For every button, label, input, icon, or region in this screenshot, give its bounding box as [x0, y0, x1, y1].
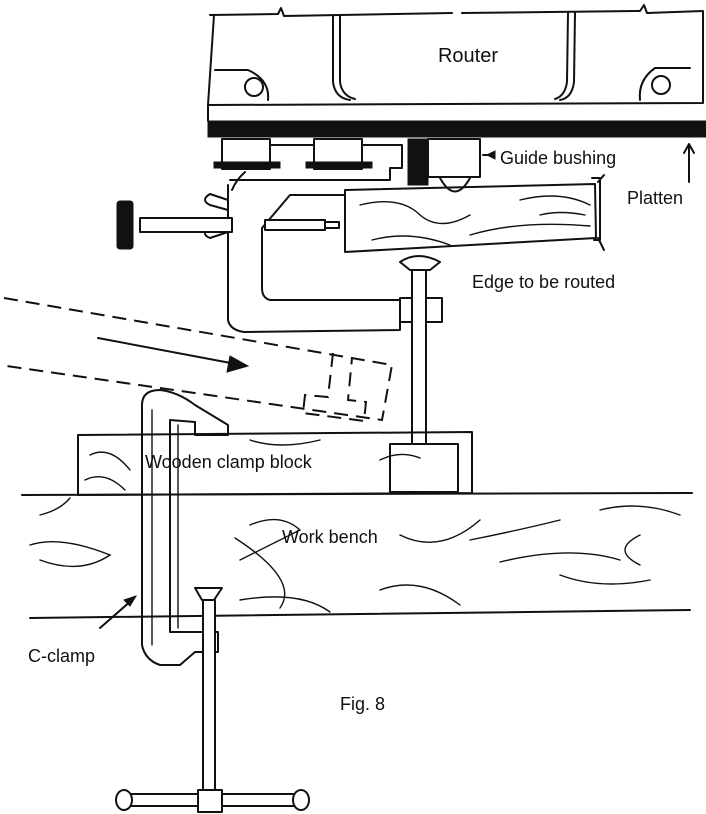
workpiece: Edge to be routed: [344, 174, 615, 292]
router-body: Router: [207, 4, 704, 106]
guide-bushing-arrow-icon: [485, 150, 496, 160]
platten-label: Platten: [627, 188, 683, 208]
work-bench-label: Work bench: [282, 527, 378, 547]
wooden-clamp-block-label: Wooden clamp block: [145, 452, 313, 472]
platten-arrow-icon: [683, 143, 695, 183]
edge-to-be-routed-label: Edge to be routed: [472, 272, 615, 292]
c-clamp-label: C-clamp: [28, 646, 95, 666]
figure-caption: Fig. 8: [340, 694, 385, 714]
wooden-clamp-block: Wooden clamp block: [77, 431, 473, 496]
platten-plate: [207, 120, 706, 138]
feed-direction-arrow-icon: [97, 337, 237, 365]
c-clamp: C-clamp: [28, 389, 310, 813]
guide-bushing-label: Guide bushing: [500, 148, 616, 168]
c-clamp-arrow-icon: [99, 599, 133, 629]
base-fittings: Guide bushing: [213, 138, 616, 193]
phantom-jig-outline: [0, 297, 394, 423]
router-label: Router: [438, 45, 498, 67]
work-bench: Work bench: [21, 492, 693, 619]
